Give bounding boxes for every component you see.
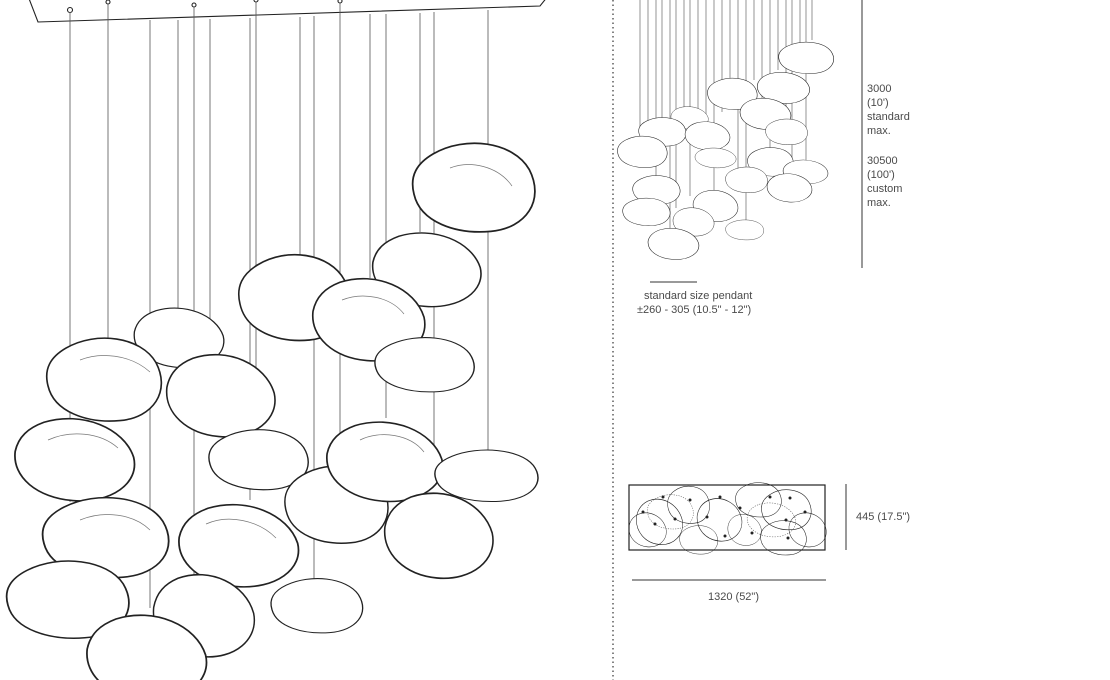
pendant-shade bbox=[694, 147, 737, 169]
custom-height-caption: custom bbox=[867, 183, 903, 195]
custom-height-suffix: max. bbox=[867, 197, 891, 209]
pendant-shade bbox=[735, 482, 782, 518]
pendant-shade bbox=[746, 502, 797, 538]
plan-shades bbox=[628, 482, 827, 556]
pendant-shade bbox=[667, 485, 710, 524]
plan-cable-points bbox=[641, 495, 807, 540]
custom-height-label: 30500 (100') custom max. bbox=[867, 154, 902, 210]
shade-contours bbox=[47, 164, 513, 539]
pendant-shade bbox=[725, 219, 765, 241]
pendant-shade bbox=[383, 492, 494, 580]
custom-height-value: 30500 bbox=[867, 155, 898, 167]
pendant-shade bbox=[270, 577, 364, 634]
standard-height-suffix: max. bbox=[867, 125, 891, 137]
pendant-shade bbox=[727, 514, 762, 546]
pendant-shade bbox=[696, 498, 743, 542]
standard-height-value: 3000 bbox=[867, 83, 892, 95]
pendant-shade bbox=[635, 498, 684, 545]
standard-height-imperial: (10') bbox=[867, 97, 889, 109]
pendant-shade bbox=[684, 121, 731, 151]
ceiling-canopy bbox=[28, 0, 546, 23]
plan-shades-dashed bbox=[647, 494, 797, 538]
pendant-shade bbox=[617, 135, 668, 168]
footprint-width-label: 1320 (52") bbox=[708, 591, 759, 603]
elevation-view bbox=[617, 0, 834, 260]
standard-height-caption: standard bbox=[867, 111, 910, 123]
pendant-shade bbox=[788, 512, 827, 548]
custom-height-imperial: (100') bbox=[867, 169, 895, 181]
pendant-shade bbox=[165, 353, 276, 438]
standard-height-label: 3000 (10') standard max. bbox=[867, 82, 910, 138]
pendant-size-range: ±260 - 305 (10.5" - 12") bbox=[637, 304, 752, 316]
pendant-shade bbox=[208, 428, 309, 491]
pendant-shade bbox=[761, 489, 812, 531]
canopy-plan-outline bbox=[628, 484, 826, 551]
pendant-shade bbox=[434, 449, 539, 503]
canopy-hook bbox=[66, 6, 74, 14]
footprint-depth-label: 445 (17.5") bbox=[856, 511, 911, 523]
pendant-shade bbox=[622, 197, 671, 226]
canopy-hook bbox=[191, 2, 197, 8]
pendant-shade bbox=[14, 417, 136, 502]
pendant-shade bbox=[725, 166, 768, 194]
pendant-shade bbox=[45, 337, 163, 422]
canopy-hook bbox=[253, 0, 259, 3]
canopy-hook bbox=[337, 0, 343, 4]
pendant-shade bbox=[374, 336, 475, 393]
plan-view bbox=[628, 482, 847, 581]
pendant-shade bbox=[778, 41, 834, 74]
pendant-shade bbox=[628, 512, 667, 548]
perspective-view bbox=[5, 0, 546, 680]
pendant-shade bbox=[411, 142, 536, 233]
canopy-hook bbox=[105, 0, 111, 5]
pendant-shade bbox=[765, 118, 808, 146]
pendant-size-label: standard size pendant bbox=[644, 290, 753, 302]
